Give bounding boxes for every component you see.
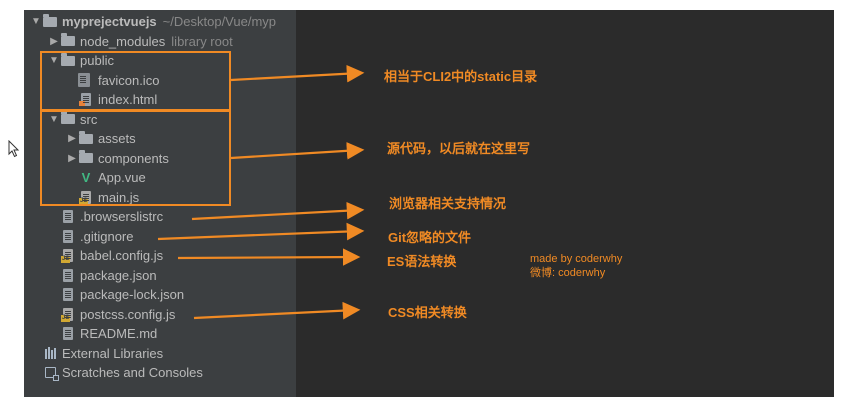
text-file-icon xyxy=(60,210,76,224)
tree-item-label: .browserslistrc xyxy=(80,209,164,224)
folder-icon xyxy=(60,111,76,126)
tree-item[interactable]: package.json xyxy=(24,266,320,285)
tree-item[interactable]: favicon.ico xyxy=(24,71,338,90)
js-file-icon xyxy=(78,190,94,205)
public-annotation: 相当于CLI2中的static目录 xyxy=(384,69,538,84)
tree-item[interactable]: ▼ public xyxy=(24,51,320,70)
tree-item-label: README.md xyxy=(80,326,158,341)
tree-item-hint: ~/Desktop/Vue/myp xyxy=(162,14,276,29)
tree-item-label: package-lock.json xyxy=(80,287,185,302)
collapsed-arrow-icon[interactable]: ▶ xyxy=(50,35,58,47)
folder-icon xyxy=(78,150,94,165)
tree-item-label: babel.config.js xyxy=(80,248,164,263)
html-file-icon xyxy=(78,93,94,107)
tree-item-hint: library root xyxy=(171,33,233,49)
tree-item-label: index.html xyxy=(98,92,158,107)
tree-item-label: package.json xyxy=(80,267,157,283)
tree-item-label: Scratches and Consoles xyxy=(62,365,203,380)
tree-item-label: assets xyxy=(98,131,136,146)
tree-item[interactable]: External Libraries xyxy=(24,344,302,363)
json-file-icon xyxy=(60,288,76,302)
tree-item[interactable]: README.md xyxy=(24,324,320,343)
credit-line-1: made by coderwhy xyxy=(530,253,623,265)
tree-item-label: main.js xyxy=(98,189,140,205)
scratches-icon xyxy=(42,366,59,381)
tree-item[interactable]: ▼ myprejectvuejs ~/Desktop/Vue/myp xyxy=(24,12,302,31)
json-file-icon xyxy=(60,268,76,282)
folder-icon xyxy=(60,33,76,48)
vue-file-icon: V xyxy=(81,169,91,185)
text-file-icon xyxy=(60,229,76,243)
tree-item[interactable]: postcss.config.js xyxy=(24,305,320,324)
src-highlight-box xyxy=(40,110,231,206)
credit-line-2: 微博: coderwhy xyxy=(530,267,606,279)
folder-icon xyxy=(78,130,94,146)
expanded-arrow-icon[interactable]: ▼ xyxy=(49,113,59,125)
tree-item[interactable]: ▶ assets xyxy=(24,129,338,148)
folder-icon xyxy=(42,13,58,29)
tree-item-label: myprejectvuejs xyxy=(62,14,157,29)
tree-item[interactable]: ▼ src xyxy=(24,110,320,129)
libraries-icon xyxy=(42,346,58,360)
js-file-icon xyxy=(60,307,76,322)
babel-annotation: ES语法转换 xyxy=(387,254,457,269)
tree-item-label: favicon.ico xyxy=(98,72,160,88)
tree-item-label: src xyxy=(80,111,98,127)
tree-item-label: postcss.config.js xyxy=(80,306,176,322)
tree-item[interactable]: main.js xyxy=(24,188,338,207)
tree-item[interactable]: .browserslistrc xyxy=(24,207,320,226)
tree-item[interactable]: .gitignore xyxy=(24,227,320,246)
tree-item-label: External Libraries xyxy=(62,345,164,361)
tree-item[interactable]: Scratches and Consoles xyxy=(24,363,302,382)
expanded-arrow-icon[interactable]: ▼ xyxy=(49,55,59,66)
ico-file-icon xyxy=(78,73,94,87)
tree-item[interactable]: ▶ components xyxy=(24,149,338,168)
tree-item-label: public xyxy=(80,53,114,68)
collapsed-arrow-icon[interactable]: ▶ xyxy=(68,152,76,164)
text-file-icon xyxy=(60,327,76,341)
tree-item[interactable]: package-lock.json xyxy=(24,285,320,304)
collapsed-arrow-icon[interactable]: ▶ xyxy=(68,133,76,144)
public-highlight-box xyxy=(40,51,231,111)
tree-item[interactable]: ▶ node_modules library root xyxy=(24,32,320,51)
postcss-annotation: CSS相关转换 xyxy=(388,305,467,320)
tree-item[interactable]: index.html xyxy=(24,90,338,109)
folder-icon xyxy=(60,52,76,68)
gitignore-annotation: Git忽略的文件 xyxy=(388,230,472,245)
src-annotation: 源代码，以后就在这里写 xyxy=(387,141,531,156)
tree-item-label: components xyxy=(98,150,169,166)
tree-item[interactable]: babel.config.js xyxy=(24,246,320,265)
js-file-icon xyxy=(60,249,76,263)
tree-item[interactable]: V App.vue xyxy=(24,168,338,187)
tree-item-label: .gitignore xyxy=(80,228,134,244)
mouse-cursor-icon xyxy=(8,140,20,158)
tree-item-label: App.vue xyxy=(98,170,146,185)
expanded-arrow-icon[interactable]: ▼ xyxy=(31,16,41,27)
tree-item-label: node_modules xyxy=(80,33,166,49)
browserslistrc-annotation: 浏览器相关支持情况 xyxy=(389,196,507,211)
